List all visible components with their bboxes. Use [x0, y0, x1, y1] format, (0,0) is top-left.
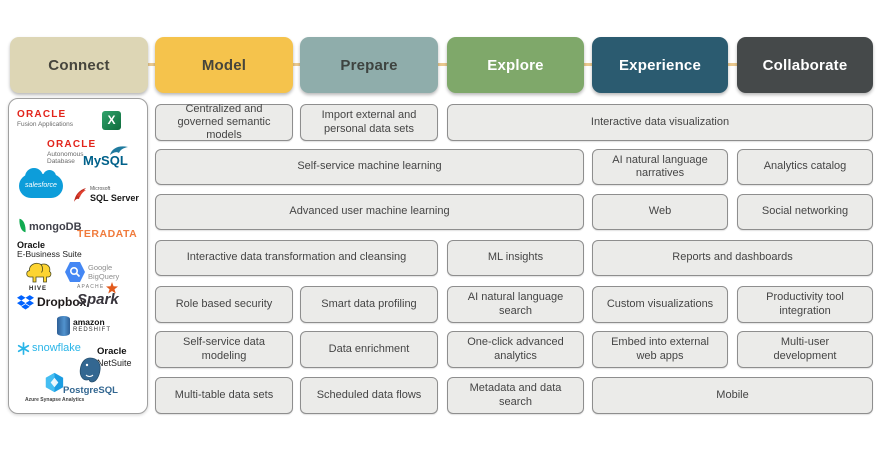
stage-experience: Experience	[592, 37, 728, 93]
mysql-dolphin-icon	[110, 146, 128, 155]
cap-data-transformation-cleansing: Interactive data transformation and clea…	[155, 240, 438, 276]
microsoft-excel-icon: X	[102, 111, 121, 130]
stage-connector-line	[60, 63, 830, 66]
stage-collaborate: Collaborate	[737, 37, 873, 93]
cap-semantic-models: Centralized and governed semantic models	[155, 103, 293, 141]
microsoft-label: Microsoft	[90, 186, 111, 192]
cap-web: Web	[592, 194, 728, 230]
bigquery-hexagon-icon	[65, 262, 85, 282]
cap-ml-insights: ML insights	[447, 240, 584, 276]
cap-metadata-and-data-search: Metadata and data search	[447, 377, 584, 414]
teradata-logo: TERADATA	[77, 228, 138, 240]
dropbox-label: Dropbox	[37, 294, 87, 309]
cap-productivity-tool-integration: Productivity tool integration	[737, 286, 873, 323]
cap-self-service-data-modeling: Self-service data modeling	[155, 331, 293, 368]
connect-sources-panel: ORACLE Fusion Applications X ORACLE Auto…	[8, 98, 148, 414]
postgresql-label: PostgreSQL	[63, 385, 118, 397]
spark-star-icon	[106, 282, 119, 294]
sql-server-logo: Microsoft SQL Server	[73, 186, 139, 203]
cap-smart-data-profiling: Smart data profiling	[300, 286, 438, 323]
azure-synapse-analytics-logo: Azure Synapse Analytics	[25, 371, 84, 404]
salesforce-logo: salesforce	[19, 168, 63, 198]
cap-import-data-sets: Import external and personal data sets	[300, 104, 438, 141]
snowflake-icon	[17, 342, 30, 355]
cap-interactive-data-visualization: Interactive data visualization	[447, 104, 873, 141]
cap-multi-table-data-sets: Multi-table data sets	[155, 377, 293, 414]
redshift-cylinder-icon	[57, 316, 70, 336]
mongodb-logo: mongoDB	[18, 217, 82, 235]
sql-server-label: SQL Server	[90, 192, 139, 203]
fusion-applications-label: Fusion Applications	[17, 120, 74, 128]
mysql-label: MySQL	[83, 153, 128, 168]
mongodb-leaf-icon	[18, 218, 27, 233]
snowflake-logo: snowflake	[17, 342, 81, 355]
autonomous-database-label: Autonomous Database	[47, 150, 84, 165]
snowflake-label: snowflake	[32, 342, 81, 355]
cap-ai-natural-language-narratives: AI natural language narratives	[592, 149, 728, 185]
oracle-fusion-applications-logo: ORACLE Fusion Applications	[17, 109, 73, 128]
oracle-wordmark: ORACLE	[17, 109, 67, 120]
cap-custom-visualizations: Custom visualizations	[592, 286, 728, 323]
salesforce-label: salesforce	[25, 181, 57, 189]
amazon-redshift-logo: amazon REDSHIFT	[57, 316, 111, 336]
mysql-logo: MySQL	[83, 144, 129, 169]
cap-one-click-advanced-analytics: One-click advanced analytics	[447, 331, 584, 368]
cap-mobile: Mobile	[592, 377, 873, 414]
oracle-ebusiness-suite-logo: Oracle E-Business Suite	[17, 240, 82, 260]
stage-explore: Explore	[447, 37, 584, 93]
cap-self-service-machine-learning: Self-service machine learning	[155, 149, 584, 185]
apache-hive-logo: HIVE	[23, 259, 53, 293]
oracle-wordmark: ORACLE	[47, 139, 97, 150]
spark-label: Spark	[77, 291, 119, 308]
azure-synapse-label: Azure Synapse Analytics	[25, 397, 85, 404]
cap-multi-user-development: Multi-user development	[737, 331, 873, 368]
sql-server-swirl-icon	[74, 188, 86, 203]
oracle-autonomous-database-logo: ORACLE Autonomous Database	[47, 139, 101, 165]
google-bigquery-logo: Google BigQuery	[65, 261, 119, 283]
cap-social-networking: Social networking	[737, 194, 873, 230]
cap-role-based-security: Role based security	[155, 286, 293, 323]
cap-ai-natural-language-search: AI natural language search	[447, 286, 584, 323]
dropbox-icon	[17, 295, 34, 310]
oracle-netsuite-logo: Oracle NetSuite	[97, 346, 132, 368]
dropbox-logo: Dropbox	[17, 295, 86, 310]
stage-model: Model	[155, 37, 293, 93]
cap-embed-external-web-apps: Embed into external web apps	[592, 331, 728, 368]
postgresql-elephant-icon	[80, 357, 101, 383]
cap-analytics-catalog: Analytics catalog	[737, 149, 873, 185]
stage-connect: Connect	[10, 37, 148, 93]
postgresql-logo: PostgreSQL	[63, 357, 118, 397]
cap-reports-and-dashboards: Reports and dashboards	[592, 240, 873, 276]
azure-synapse-icon	[46, 372, 64, 393]
stage-prepare: Prepare	[300, 37, 438, 93]
apache-spark-logo: APACHE Spark	[77, 282, 119, 308]
cap-scheduled-data-flows: Scheduled data flows	[300, 377, 438, 414]
cap-data-enrichment: Data enrichment	[300, 331, 438, 368]
hive-elephant-icon	[26, 262, 52, 283]
mongodb-label: mongoDB	[29, 221, 82, 233]
hive-label: HIVE	[28, 286, 47, 293]
cap-advanced-user-machine-learning: Advanced user machine learning	[155, 194, 584, 230]
